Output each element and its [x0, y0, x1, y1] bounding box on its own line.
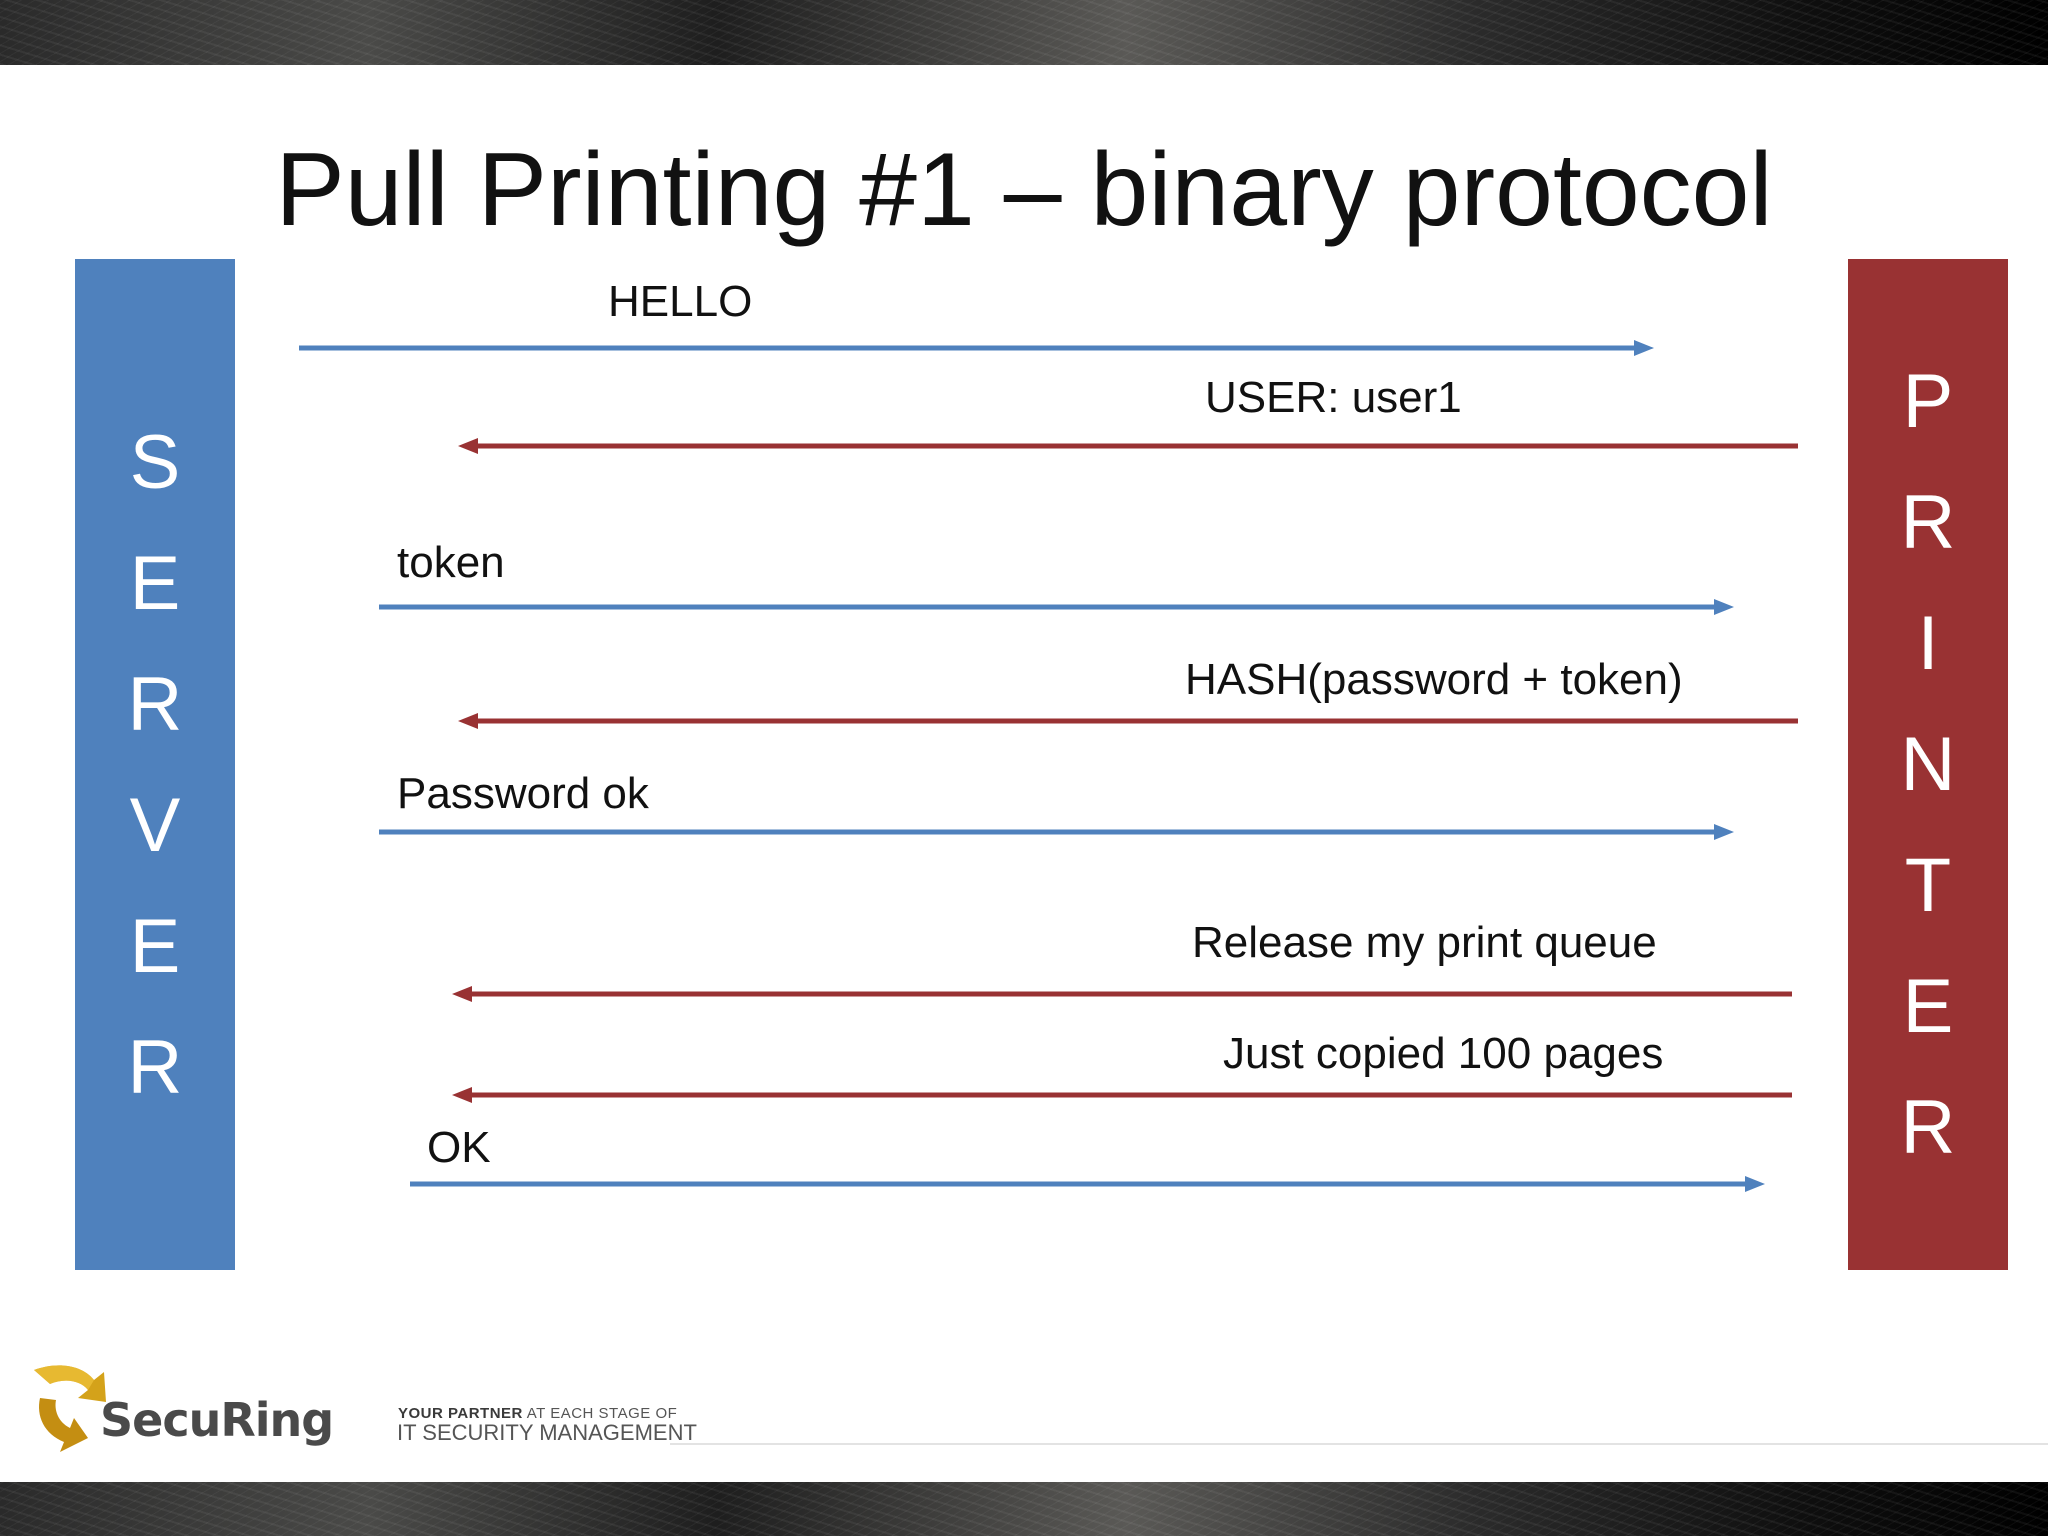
arrow-token [379, 599, 1734, 615]
arrow-ok [410, 1176, 1765, 1192]
footer-tagline-bold: YOUR PARTNER [398, 1405, 523, 1422]
arrow-password-ok [379, 824, 1734, 840]
arrow-user [458, 438, 1798, 454]
server-letter: S [129, 419, 181, 505]
printer-letter: N [1900, 722, 1956, 807]
printer-letter: R [1900, 480, 1956, 565]
printer-vertical-label: P R I N T E R [1848, 341, 2008, 1188]
server-letter: E [129, 903, 181, 989]
top-texture-band [0, 0, 2048, 65]
arrow-hash [458, 713, 1798, 729]
printer-lane: P R I N T E R [1848, 259, 2008, 1270]
footer-divider [670, 1443, 2048, 1445]
printer-letter: E [1902, 964, 1954, 1049]
server-lane: S E R V E R [75, 259, 235, 1270]
server-vertical-label: S E R V E R [75, 402, 235, 1128]
footer-tagline-rest: AT EACH STAGE OF [526, 1405, 678, 1422]
message-label-user: USER: user1 [1205, 373, 1462, 422]
server-letter: R [127, 1024, 183, 1110]
message-label-ok: OK [427, 1123, 491, 1172]
message-label-hash: HASH(password + token) [1185, 655, 1683, 704]
message-label-copied: Just copied 100 pages [1223, 1029, 1664, 1078]
footer-tagline-line1: YOUR PARTNER AT EACH STAGE OF [398, 1405, 677, 1422]
securing-logo-icon [34, 1365, 106, 1452]
arrow-hello [299, 340, 1654, 356]
message-label-password-ok: Password ok [397, 769, 649, 818]
server-letter: E [129, 540, 181, 626]
slide-title: Pull Printing #1 – binary protocol [275, 132, 1773, 248]
server-letter: R [127, 661, 183, 747]
server-letter: V [129, 782, 181, 868]
footer-tagline-line2: IT SECURITY MANAGEMENT [397, 1420, 697, 1445]
message-label-token: token [397, 538, 505, 587]
logo-wordmark: SecuRing [100, 1393, 334, 1447]
printer-letter: R [1900, 1085, 1956, 1170]
bottom-texture-band [0, 1482, 2048, 1536]
printer-letter: I [1917, 601, 1939, 686]
printer-letter: P [1902, 359, 1954, 444]
printer-letter: T [1904, 843, 1952, 928]
arrow-release [452, 986, 1792, 1002]
arrow-copied [452, 1087, 1792, 1103]
message-label-release: Release my print queue [1192, 918, 1657, 967]
message-label-hello: HELLO [608, 277, 753, 326]
